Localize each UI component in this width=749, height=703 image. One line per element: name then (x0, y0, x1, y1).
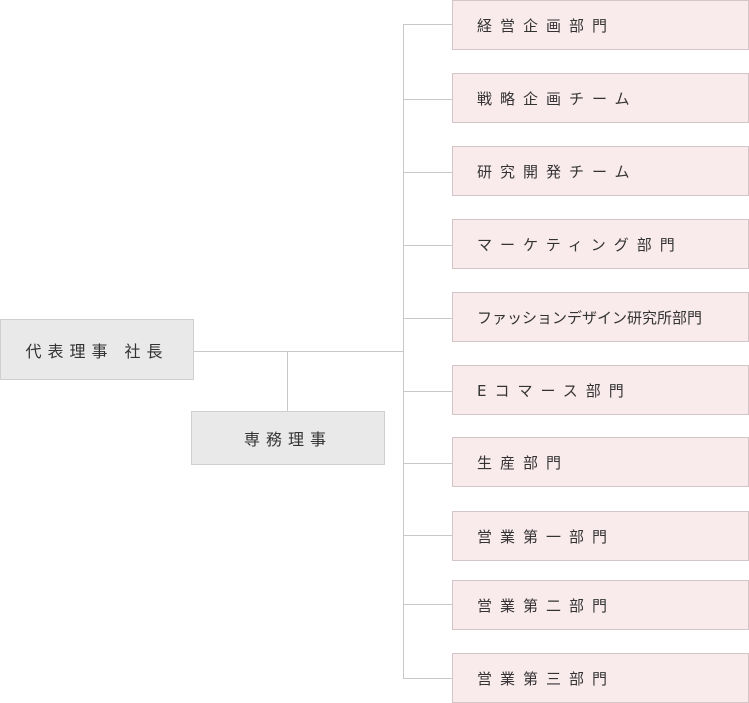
department-box-corporate-planning: 経営企画部門 (452, 0, 749, 50)
department-box-sales-2: 営業第二部門 (452, 580, 749, 630)
department-label: 戦略企画チーム (477, 89, 638, 108)
department-label: ファッションデザイン研究所部門 (477, 308, 703, 327)
department-label: 経営企画部門 (477, 16, 616, 35)
department-label: マーケティング部門 (477, 235, 683, 254)
department-label: 営業第一部門 (477, 527, 616, 546)
department-box-sales-1: 営業第一部門 (452, 511, 749, 561)
department-label: 営業第二部門 (477, 596, 616, 615)
managing-director-box: 専務理事 (191, 411, 385, 465)
department-label: 営業第三部門 (477, 669, 616, 688)
department-box-ecommerce: Eコマース部門 (452, 365, 749, 415)
department-box-rnd-team: 研究開発チーム (452, 146, 749, 196)
ceo-box: 代表理事 社長 (0, 319, 194, 380)
department-box-marketing: マーケティング部門 (452, 219, 749, 269)
department-label: 生産部門 (477, 453, 570, 472)
department-label: Eコマース部門 (477, 381, 632, 400)
department-box-strategy-team: 戦略企画チーム (452, 73, 749, 123)
department-box-production: 生産部門 (452, 437, 749, 487)
department-box-fashion-design-lab: ファッションデザイン研究所部門 (452, 292, 749, 342)
managing-director-label: 専務理事 (243, 430, 332, 449)
department-box-sales-3: 営業第三部門 (452, 653, 749, 703)
ceo-label: 代表理事 社長 (25, 341, 169, 361)
department-label: 研究開発チーム (477, 162, 638, 181)
